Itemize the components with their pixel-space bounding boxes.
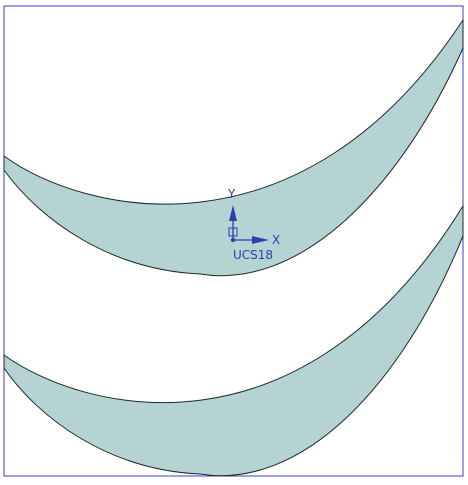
- drawing-frame: [3, 5, 464, 477]
- lower-blade-profile[interactable]: [3, 204, 464, 477]
- ucs-name-label: UCS18: [233, 248, 273, 262]
- ucs-y-arrow-icon: [229, 205, 237, 221]
- ucs-origin-box: [228, 227, 238, 237]
- upper-blade-profile[interactable]: [3, 18, 464, 277]
- ucs-icon[interactable]: Y X UCS18: [227, 187, 280, 262]
- ucs-x-arrow-icon: [252, 236, 269, 244]
- ucs-x-axis-label: X: [272, 233, 280, 247]
- ucs-origin-marker: [230, 237, 236, 243]
- ucs-y-axis-label: Y: [227, 187, 236, 201]
